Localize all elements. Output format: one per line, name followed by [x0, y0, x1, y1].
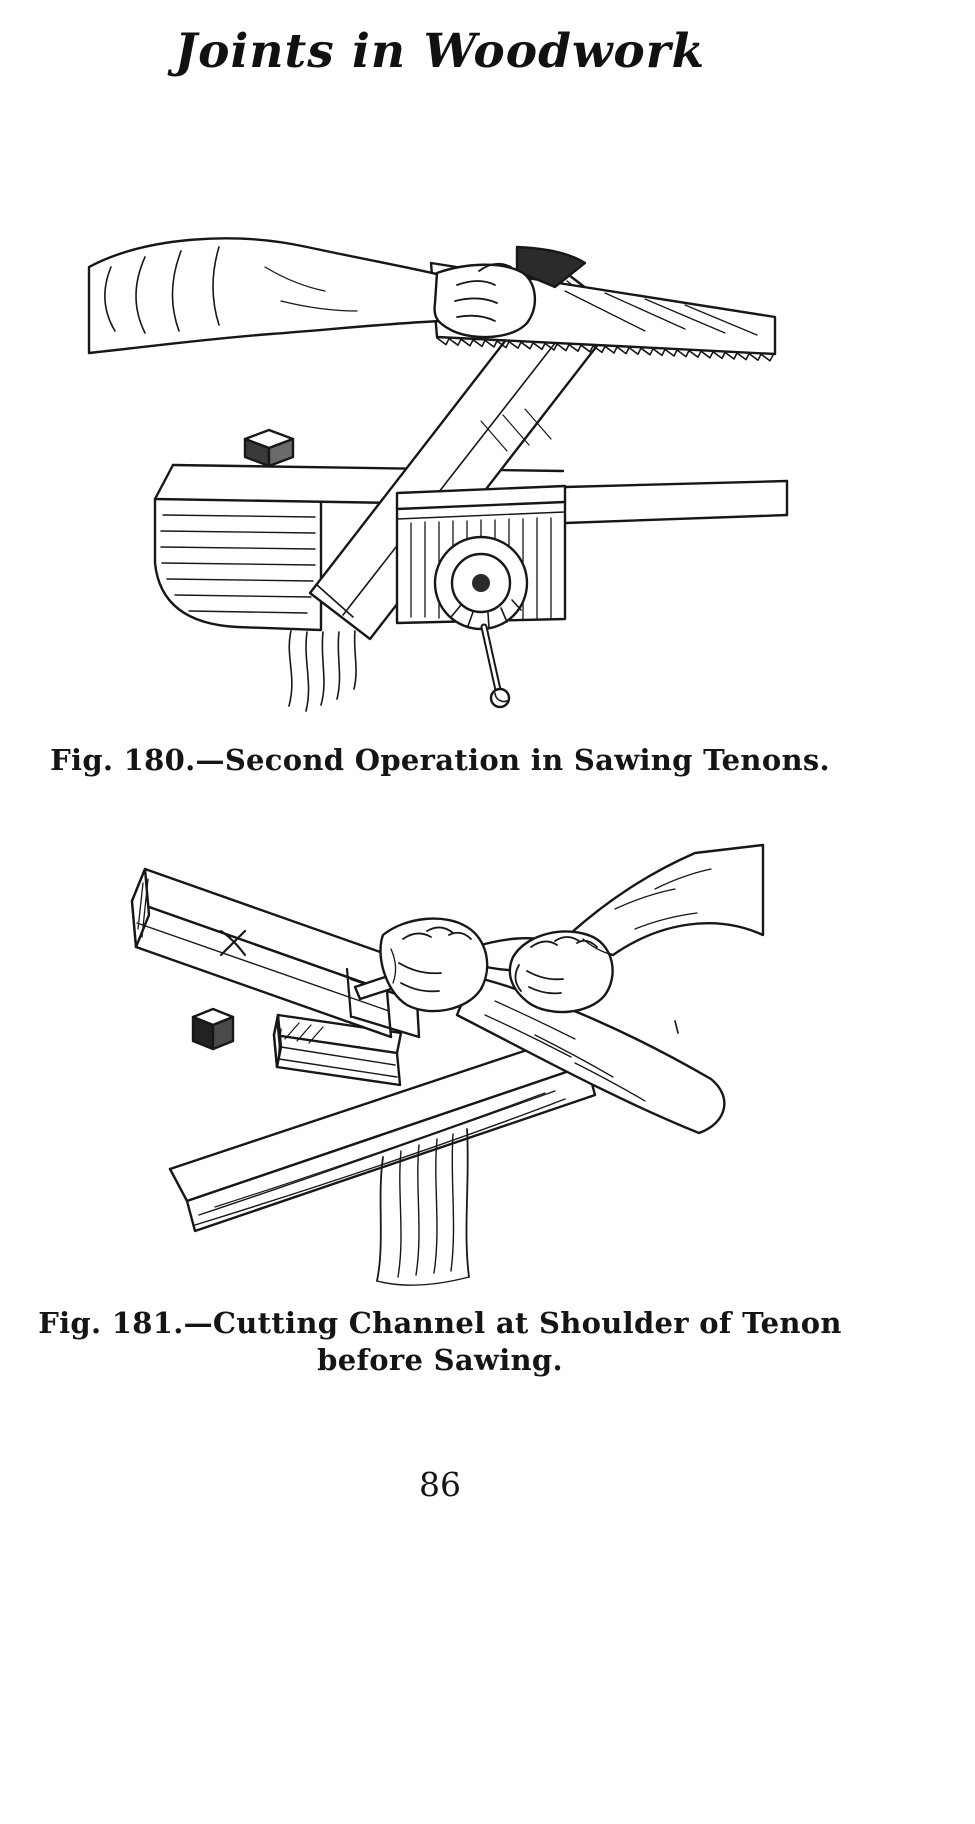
lower-wood-piece [272, 1013, 403, 1087]
fig-181-caption-line1: Fig. 181.—Cutting Channel at Shoulder of… [38, 1306, 842, 1341]
fig-181-illustration [130, 843, 765, 1286]
page-title: Joints in Woodwork [174, 24, 706, 79]
workbench [153, 428, 789, 712]
bench-vise [395, 484, 567, 709]
hand-on-handle-and-arm [508, 843, 765, 1014]
dark-block [191, 1007, 235, 1051]
fig-181-caption: Fig. 181.—Cutting Channel at Shoulder of… [0, 1305, 880, 1379]
fig-180-caption: Fig. 180.—Second Operation in Sawing Ten… [50, 743, 830, 777]
bench [168, 1032, 597, 1286]
tenon-rail [130, 867, 421, 1039]
block-on-bench [243, 428, 295, 468]
figure-181: Fig. 181.—Cutting Channel at Shoulder of… [0, 839, 880, 1379]
book-page: Joints in Woodwork [0, 24, 880, 1505]
fig-180-illustration [87, 237, 789, 712]
stray-mark [674, 1020, 679, 1034]
figure-180: Fig. 180.—Second Operation in Sawing Ten… [0, 171, 880, 779]
guiding-hand-and-forearm [379, 917, 726, 1135]
arm-and-hand [87, 237, 587, 355]
fig-181-caption-line2: before Sawing. [317, 1343, 563, 1378]
page-number: 86 [419, 1465, 461, 1505]
